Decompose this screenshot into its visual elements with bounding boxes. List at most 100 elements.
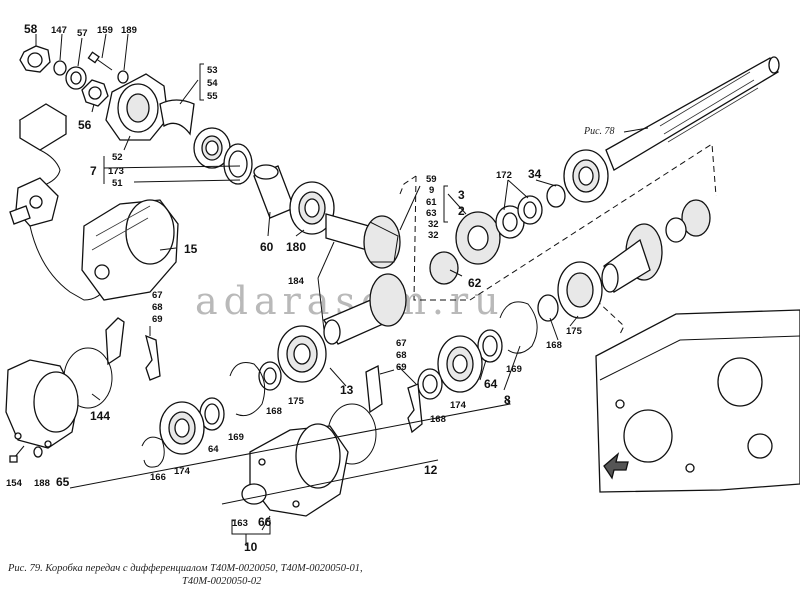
lock-washer-57 xyxy=(65,66,87,90)
label-68a: 68 xyxy=(152,302,163,313)
label-67a: 67 xyxy=(152,290,163,301)
grouping-brackets xyxy=(199,63,448,535)
label-166: 166 xyxy=(150,472,166,483)
label-58: 58 xyxy=(24,22,38,36)
label-168b: 168 xyxy=(430,414,446,425)
label-163: 163 xyxy=(232,518,248,529)
part-labels: 58 147 57 159 189 53 54 55 56 52 7 173 5… xyxy=(6,22,615,554)
ring-34 xyxy=(517,195,543,225)
label-32b: 32 xyxy=(428,230,439,241)
ring-168c xyxy=(537,294,559,322)
cap-163 xyxy=(241,483,267,505)
housing-15 xyxy=(81,199,179,301)
bearing-175b xyxy=(557,261,603,319)
label-69b: 69 xyxy=(396,362,407,373)
label-64a: 64 xyxy=(208,444,219,455)
label-174a: 174 xyxy=(174,466,191,477)
cover-65 xyxy=(5,359,79,449)
bearing-172 xyxy=(495,205,525,239)
label-60: 60 xyxy=(260,240,274,254)
bevel-pinion-shaft xyxy=(325,213,401,269)
label-61: 61 xyxy=(426,197,437,208)
label-13: 13 xyxy=(340,383,354,397)
label-65: 65 xyxy=(56,475,70,489)
sensor-box xyxy=(18,103,68,187)
label-53: 53 xyxy=(207,65,218,76)
label-169b: 169 xyxy=(506,364,522,375)
label-147: 147 xyxy=(51,25,67,36)
figure-caption: Рис. 79. Коробка передач с дифференциало… xyxy=(8,562,788,588)
washer-147 xyxy=(53,60,67,76)
bearing-large xyxy=(563,149,609,203)
nut-56 xyxy=(81,79,109,107)
snap-ring-166 xyxy=(141,436,165,468)
pinion-gear-62 xyxy=(429,211,501,285)
bolt-154 xyxy=(9,445,25,463)
dashed-assembly-lines xyxy=(399,143,717,335)
ring-64b xyxy=(477,329,503,363)
label-189: 189 xyxy=(121,25,137,36)
label-180: 180 xyxy=(286,240,306,254)
label-15: 15 xyxy=(184,242,198,256)
washer-34b xyxy=(546,184,566,208)
sleeve-60 xyxy=(253,164,295,219)
bearing-174a xyxy=(159,401,205,455)
label-52: 52 xyxy=(112,152,123,163)
ring-168b xyxy=(417,368,443,400)
label-67b: 67 xyxy=(396,338,407,349)
label-34: 34 xyxy=(528,167,542,181)
label-8: 8 xyxy=(504,393,511,407)
snap-ring-169b xyxy=(499,301,538,354)
bearing-180 xyxy=(289,181,335,235)
diff-carrier xyxy=(601,223,663,293)
gearbox-case xyxy=(595,309,800,493)
ring-64a xyxy=(199,397,225,431)
label-7: 7 xyxy=(90,164,97,178)
label-168a: 168 xyxy=(266,406,282,417)
label-175b: 175 xyxy=(566,326,583,337)
label-159: 159 xyxy=(97,25,113,36)
figure-reference: Рис. 78 xyxy=(583,126,615,137)
bearing-174b xyxy=(437,335,483,393)
label-154: 154 xyxy=(6,478,23,489)
label-169a: 169 xyxy=(228,432,244,443)
label-56: 56 xyxy=(78,118,92,132)
label-12: 12 xyxy=(424,463,438,477)
label-64b: 64 xyxy=(484,377,498,391)
label-172: 172 xyxy=(496,170,512,181)
label-51: 51 xyxy=(112,178,123,189)
leader-lines xyxy=(35,33,649,546)
snap-ring-169a xyxy=(229,362,266,417)
bracket-67-69-right xyxy=(365,364,423,434)
label-59: 59 xyxy=(426,174,437,185)
bracket-67-69-left xyxy=(105,317,161,381)
label-144: 144 xyxy=(90,409,110,423)
splined-shaft xyxy=(605,56,780,171)
caption-line-1: Рис. 79. Коробка передач с дифференциало… xyxy=(8,563,363,574)
label-63: 63 xyxy=(426,208,437,219)
differential-shaft xyxy=(323,273,407,345)
label-69a: 69 xyxy=(152,314,163,325)
label-173: 173 xyxy=(108,166,124,177)
nut-58 xyxy=(19,45,51,73)
label-175a: 175 xyxy=(288,396,305,407)
label-54: 54 xyxy=(207,78,218,89)
label-55: 55 xyxy=(207,91,218,102)
label-66: 66 xyxy=(258,515,272,529)
label-57: 57 xyxy=(77,28,88,39)
bearing-cover-52 xyxy=(105,73,169,141)
gasket-53-55 xyxy=(159,99,195,136)
label-62: 62 xyxy=(468,276,482,290)
label-68b: 68 xyxy=(396,350,407,361)
ring-51 xyxy=(223,143,253,185)
label-3: 3 xyxy=(458,188,465,202)
label-184: 184 xyxy=(288,276,305,287)
shaft-gear-right xyxy=(665,199,711,243)
label-32a: 32 xyxy=(428,219,439,230)
label-168c: 168 xyxy=(546,340,562,351)
bolt-159 xyxy=(87,51,113,71)
caption-line-2: Т40М-0020050-02 xyxy=(182,576,262,587)
washer-189 xyxy=(117,70,129,84)
bearing-175a xyxy=(277,325,327,383)
